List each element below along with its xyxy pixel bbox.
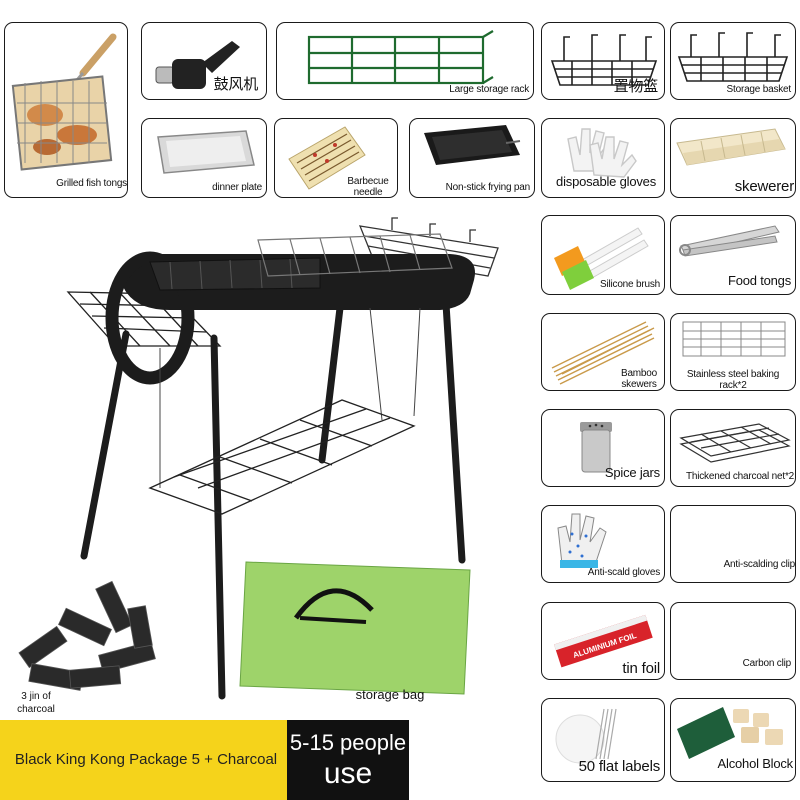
blower-icon	[155, 41, 240, 89]
dinner-plate-icon	[157, 130, 255, 174]
accessory-card-grilled-fish-tongs: Grilled fish tongs	[4, 22, 128, 198]
accessory-label: Alcohol Block	[717, 756, 794, 771]
charcoal-label: 3 jin of charcoal	[17, 691, 55, 715]
accessory-card-dinner-plate: dinner plate	[141, 118, 267, 198]
accessory-label: Barbecue needle	[347, 176, 389, 198]
accessory-label: skewerer	[734, 178, 794, 195]
accessory-label: tin foil	[622, 660, 660, 677]
anti-scald-gloves-icon	[557, 513, 607, 568]
baking-rack-icon	[682, 321, 786, 357]
gloves-icon	[567, 128, 637, 178]
flat-labels-icon	[555, 708, 617, 764]
accessory-label: Stainless steel baking rack*2	[686, 369, 780, 391]
accessory-card-alcohol-block: Alcohol Block	[670, 698, 796, 782]
bamboo-skewers-icon	[551, 321, 655, 385]
people-count: 5-15 people	[289, 730, 407, 755]
storage-bag-label: storage bag	[355, 687, 425, 702]
accessory-label: Large storage rack	[449, 84, 529, 95]
accessory-card-charcoal-net: Thickened charcoal net*2	[670, 409, 796, 487]
accessory-card-large-storage-rack: Large storage rack	[276, 22, 534, 100]
accessory-card-storage-basket: Storage basket	[670, 22, 796, 100]
accessory-card-bamboo-skewers: Bamboo skewers	[541, 313, 665, 391]
accessory-card-silicone-brush: Silicone brush	[541, 215, 665, 295]
accessory-card-barbecue-needle: Barbecue needle	[274, 118, 398, 198]
accessory-card-spice-jars: Spice jars	[541, 409, 665, 487]
accessory-label: Bamboo skewers	[620, 368, 658, 390]
accessory-label: Grilled fish tongs	[56, 178, 127, 189]
accessory-card-carbon-clip: Carbon clip	[670, 602, 796, 680]
accessory-card-skewerer: skewerer	[670, 118, 796, 198]
accessory-label: 50 flat labels	[578, 758, 661, 775]
accessory-label: Anti-scald gloves	[587, 567, 660, 578]
storage-basket-icon	[677, 32, 789, 82]
accessory-card-blower: 鼓风机	[141, 22, 267, 100]
accessory-label: 鼓风机	[213, 76, 259, 93]
frying-pan-icon	[424, 125, 521, 165]
people-badge: 5-15 people use	[287, 720, 409, 800]
storage-basket-icon	[550, 34, 658, 86]
accessory-label: Anti-scalding clip	[723, 559, 795, 570]
accessory-card-flat-labels: 50 flat labels	[541, 698, 665, 782]
skewerer-icon	[676, 128, 786, 166]
tin-foil-icon: ALUMINIUM FOIL	[554, 614, 653, 668]
barbecue-needle-icon	[288, 126, 366, 190]
accessory-label: Thickened charcoal net*2	[685, 471, 794, 482]
food-tongs-icon	[679, 225, 780, 257]
accessory-label: dinner plate	[212, 182, 262, 193]
accessory-label: Spice jars	[604, 465, 660, 480]
accessory-card-anti-scalding-clip: Anti-scalding clip	[670, 505, 796, 583]
storage-bag-icon	[239, 561, 471, 695]
accessory-card-baking-rack: Stainless steel baking rack*2	[670, 313, 796, 391]
accessory-label: Non-stick frying pan	[445, 182, 531, 193]
charcoal-net-icon	[679, 423, 791, 463]
spice-jar-icon	[580, 422, 612, 473]
accessory-card-anti-scald-gloves: Anti-scald gloves	[541, 505, 665, 583]
accessory-label: Storage basket	[726, 84, 792, 95]
alcohol-block-icon	[677, 707, 783, 759]
accessory-label: Food tongs	[727, 273, 791, 288]
accessory-label: Carbon clip	[742, 658, 792, 669]
accessory-label: 置物篮	[613, 78, 659, 95]
bbq-grill-illustration	[18, 217, 499, 700]
accessory-card-storage-basket-cn: 置物篮	[541, 22, 665, 100]
grill-basket-icon	[11, 33, 117, 171]
accessory-card-disposable-gloves: disposable gloves	[541, 118, 665, 198]
package-name: Black King Kong Package 5 + Charcoal	[14, 751, 278, 768]
silicone-brush-icon	[554, 227, 649, 290]
package-banner: Black King Kong Package 5 + Charcoal	[0, 720, 292, 800]
storage-rack-icon	[307, 30, 494, 85]
accessory-label: Silicone brush	[599, 279, 660, 290]
people-use: use	[323, 757, 373, 790]
accessory-card-food-tongs: Food tongs	[670, 215, 796, 295]
accessory-card-tin-foil: ALUMINIUM FOIL tin foil	[541, 602, 665, 680]
charcoal-icon	[18, 580, 156, 691]
accessory-label: disposable gloves	[556, 174, 656, 189]
accessory-card-nonstick-pan: Non-stick frying pan	[409, 118, 535, 198]
